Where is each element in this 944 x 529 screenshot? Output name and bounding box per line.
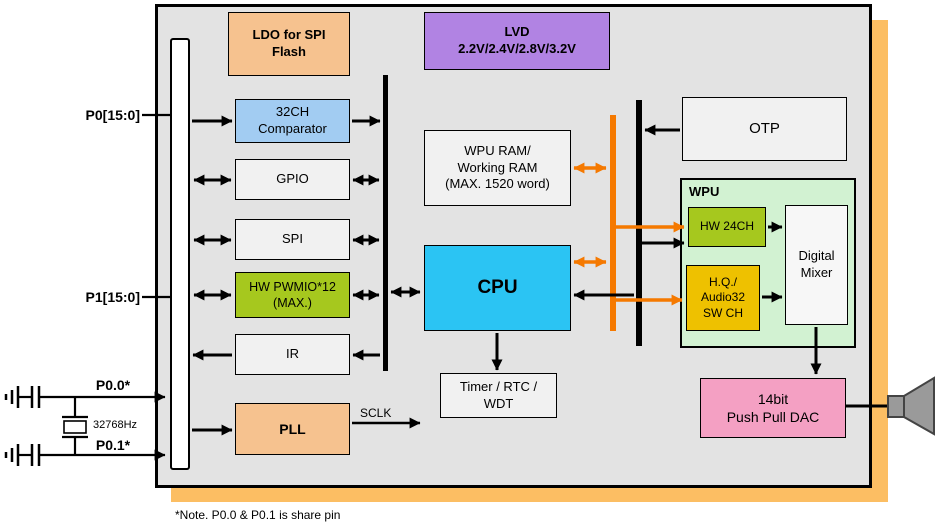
black-bus bbox=[636, 100, 642, 346]
block-spi: SPI bbox=[235, 219, 350, 260]
pin-p01: P0.1* bbox=[95, 437, 131, 453]
io-bus-bar bbox=[170, 38, 190, 470]
pin-p00: P0.0* bbox=[95, 377, 131, 393]
sclk-label: SCLK bbox=[360, 406, 392, 420]
pin-p1: P1[15:0] bbox=[85, 289, 140, 305]
mid-bus bbox=[383, 75, 388, 371]
block-wpu-ram: WPU RAM/ Working RAM (MAX. 1520 word) bbox=[424, 130, 571, 206]
block-hq: H.Q./ Audio32 SW CH bbox=[686, 265, 760, 331]
block-otp: OTP bbox=[682, 97, 847, 161]
block-gpio: GPIO bbox=[235, 159, 350, 200]
block-pll: PLL bbox=[235, 403, 350, 455]
crystal-body bbox=[63, 420, 87, 434]
block-comparator: 32CH Comparator bbox=[235, 99, 350, 143]
block-lvd: LVD 2.2V/2.4V/2.8V/3.2V bbox=[424, 12, 610, 70]
crystal-label: 32768Hz bbox=[93, 419, 138, 431]
pin-p0: P0[15:0] bbox=[85, 107, 140, 123]
block-pwm: HW PWMIO*12 (MAX.) bbox=[235, 272, 350, 318]
block-ir: IR bbox=[235, 334, 350, 375]
speaker-icon bbox=[887, 376, 935, 436]
block-cpu: CPU bbox=[424, 245, 571, 331]
block-hw24: HW 24CH bbox=[688, 207, 766, 247]
note-text: *Note. P0.0 & P0.1 is share pin bbox=[175, 508, 341, 522]
block-dac: 14bit Push Pull DAC bbox=[700, 378, 846, 438]
block-mixer: Digital Mixer bbox=[785, 205, 848, 325]
orange-bus bbox=[610, 115, 616, 331]
wpu-title: WPU bbox=[689, 184, 720, 199]
block-timer: Timer / RTC / WDT bbox=[440, 373, 557, 418]
block-ldo: LDO for SPI Flash bbox=[228, 12, 350, 76]
